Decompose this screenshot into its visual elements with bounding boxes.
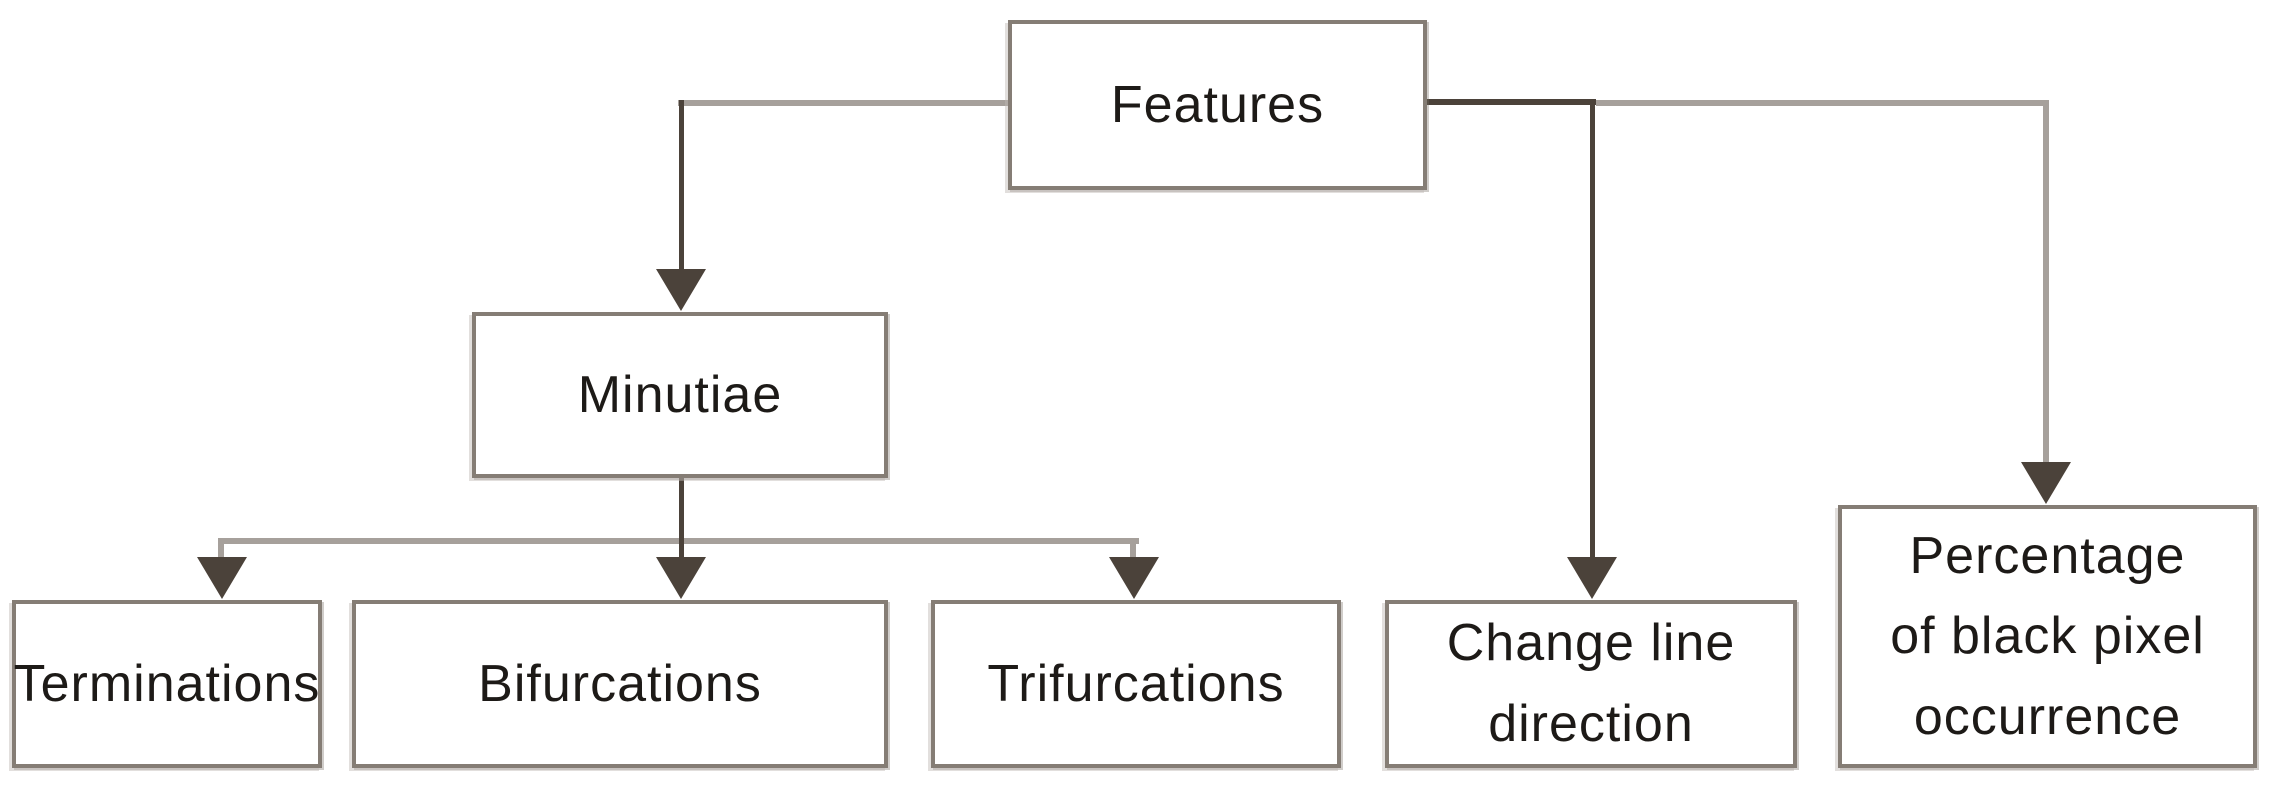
node-bifurcations: Bifurcations xyxy=(352,600,888,768)
node-minutiae-label: Minutiae xyxy=(577,365,783,424)
connector-features-right-horizontal-light xyxy=(1596,100,2046,106)
node-percentage-black-pixel: Percentage of black pixel occurrence xyxy=(1838,505,2257,768)
connector-features-right-horizontal-dark xyxy=(1424,99,1596,105)
node-features: Features xyxy=(1008,20,1427,190)
connector-change-line-vertical xyxy=(1590,99,1595,561)
arrowhead-into-change-line xyxy=(1567,557,1617,599)
arrowhead-into-terminations xyxy=(197,557,247,599)
node-features-label: Features xyxy=(1110,75,1325,134)
node-terminations-label: Terminations xyxy=(13,654,321,713)
connector-children-rail xyxy=(218,538,1139,544)
node-trifurcations: Trifurcations xyxy=(931,600,1341,768)
connector-features-minutiae-vertical xyxy=(679,100,684,272)
node-bifurcations-label: Bifurcations xyxy=(478,654,762,713)
arrowhead-into-bifurcations xyxy=(656,557,706,599)
arrowhead-into-minutiae xyxy=(656,269,706,311)
connector-terminations-stub xyxy=(218,538,224,564)
node-change-line-direction-label: Change line direction xyxy=(1446,614,1736,753)
connector-percentage-vertical xyxy=(2043,100,2049,470)
arrowhead-into-trifurcations xyxy=(1109,557,1159,599)
node-minutiae: Minutiae xyxy=(472,312,888,478)
connector-features-minutiae-horizontal xyxy=(678,100,1010,106)
node-change-line-direction: Change line direction xyxy=(1385,600,1797,768)
connector-trifurcations-stub xyxy=(1130,538,1136,564)
connector-minutiae-bottom-vertical xyxy=(679,477,684,562)
arrowhead-into-percentage xyxy=(2021,462,2071,504)
node-percentage-black-pixel-label: Percentage of black pixel occurrence xyxy=(1890,526,2205,746)
node-terminations: Terminations xyxy=(12,600,322,768)
node-trifurcations-label: Trifurcations xyxy=(987,654,1285,713)
